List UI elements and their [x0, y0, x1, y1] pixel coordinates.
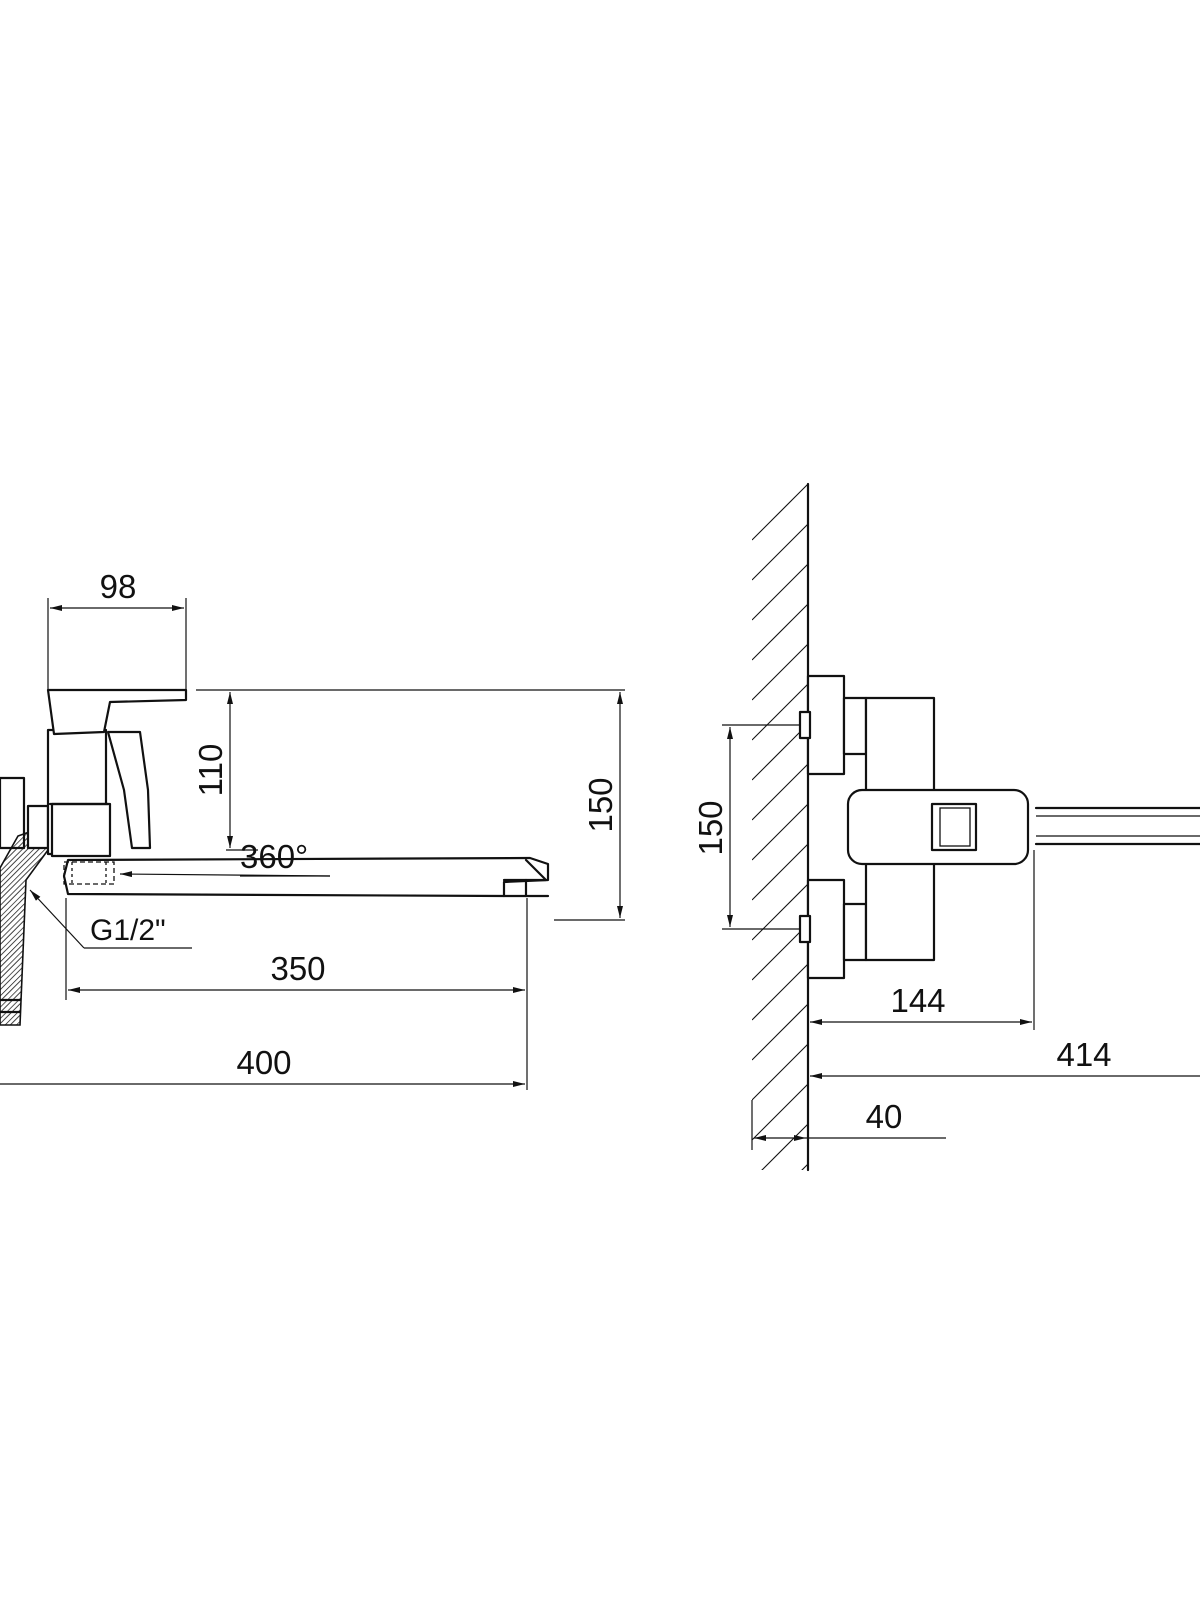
side-view: 98 110 150 360° G1/2" — [0, 568, 625, 1090]
dim-414-label: 414 — [1056, 1036, 1111, 1073]
dim-144-label: 144 — [890, 982, 945, 1019]
dim-98-label: 98 — [100, 568, 137, 605]
rotation-callout: 360° — [119, 838, 331, 878]
spout — [62, 856, 550, 898]
dimension-98: 98 — [47, 568, 187, 690]
dim-150-front-label: 150 — [692, 800, 729, 855]
handle-lever — [46, 688, 188, 850]
dim-400-label: 400 — [236, 1044, 291, 1081]
upper-eccentric-fitting — [798, 674, 868, 776]
dimension-150-side: 150 — [554, 692, 625, 921]
spout-tube-front — [1034, 806, 1200, 846]
dimension-110: 110 — [192, 689, 625, 851]
mixer-body — [46, 728, 112, 858]
dim-40-label: 40 — [866, 1098, 903, 1135]
thread-label: G1/2" — [90, 914, 166, 947]
lower-eccentric-fitting — [798, 878, 868, 980]
swivel-collar — [63, 861, 115, 885]
front-view: 150 144 414 40 — [692, 482, 1200, 1172]
dimension-400: 400 — [0, 1000, 528, 1090]
dimension-40: 40 — [751, 1098, 946, 1150]
dim-110-label: 110 — [192, 744, 229, 797]
dimension-414: 414 — [810, 1036, 1200, 1079]
dim-150-side-label: 150 — [582, 777, 619, 832]
dimension-144: 144 — [810, 850, 1035, 1030]
left-edge-fitting — [0, 776, 26, 850]
thread-callout: G1/2" — [29, 889, 192, 949]
wall-hatch — [752, 483, 808, 1170]
dimension-150-front: 150 — [692, 724, 800, 930]
shower-hose — [0, 824, 49, 1026]
dim-350-label: 350 — [270, 950, 325, 987]
handle-front — [846, 788, 1030, 866]
dimension-350: 350 — [65, 898, 528, 1000]
connection-nut — [26, 804, 50, 850]
rotation-label: 360° — [240, 838, 308, 875]
